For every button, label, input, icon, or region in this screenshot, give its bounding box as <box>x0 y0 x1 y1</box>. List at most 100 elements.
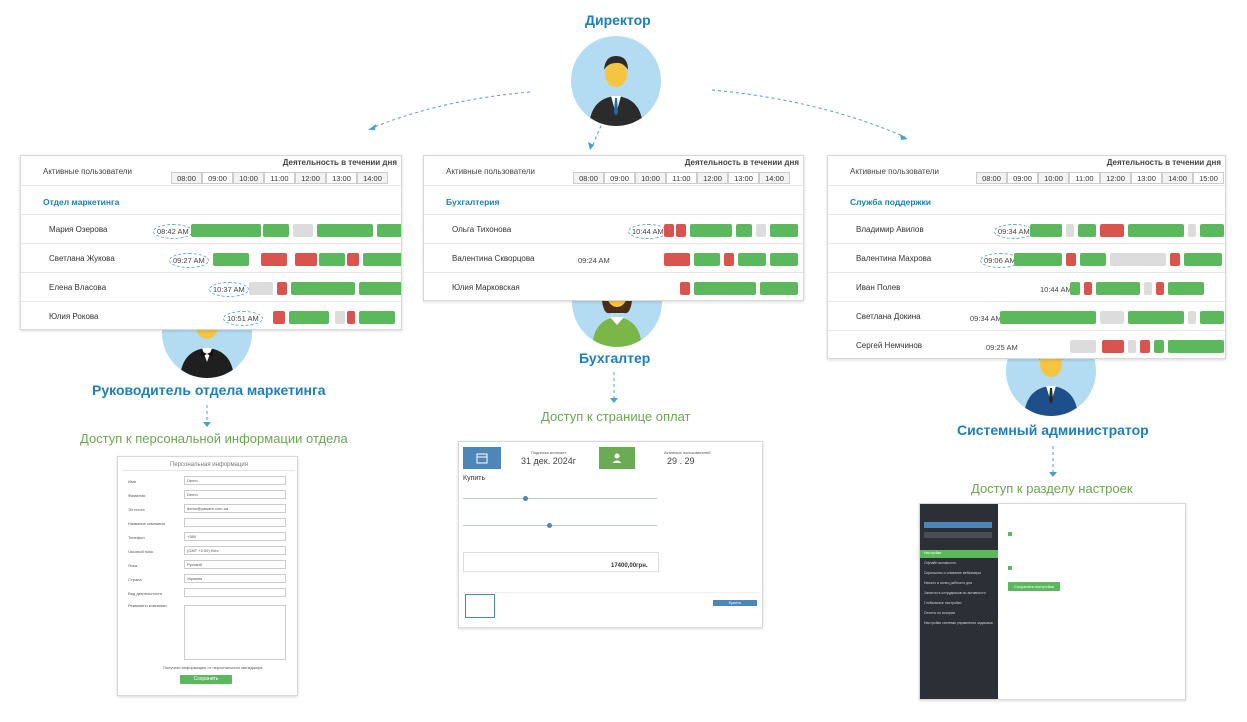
buy-heading: Купить <box>463 475 486 482</box>
start-time: 10:37 AM <box>209 282 249 297</box>
hour-cell: 08:00 <box>573 172 604 184</box>
department-name[interactable]: Бухгалтерия <box>446 197 500 207</box>
activity-bar <box>1070 282 1080 295</box>
settings-menu-item[interactable]: Скриншоты и сливание вебкамеры <box>924 571 982 575</box>
activity-bar <box>1156 282 1164 295</box>
user-row[interactable]: Иван Полев 10:44 AM <box>828 272 1225 301</box>
user-row[interactable]: Ольга Тихонова 10:44 AM <box>424 214 803 243</box>
user-row[interactable]: Юлия Рокова 10:51 AM <box>21 301 401 329</box>
activity-bar <box>335 311 345 324</box>
form-field-input[interactable]: demo@yaware.com.ua <box>184 504 286 513</box>
activity-bar <box>1084 282 1092 295</box>
user-row[interactable]: Светлана Докина 09:34 AM <box>828 301 1225 330</box>
form-field-label: Телефон <box>128 535 145 540</box>
activity-bar <box>1140 340 1150 353</box>
slider-track-2[interactable] <box>463 525 657 526</box>
settings-green-check-1[interactable] <box>1008 532 1012 536</box>
settings-menu-item[interactable]: Настройки системы управления задачами <box>924 621 993 625</box>
activity-bar <box>1078 224 1096 237</box>
activity-bar <box>724 253 734 266</box>
user-row[interactable]: Елена Власова 10:37 AM <box>21 272 401 301</box>
settings-menu-item[interactable]: Глобальные настройки <box>924 601 962 605</box>
slider-handle-1[interactable] <box>523 496 528 501</box>
slider-track-1[interactable] <box>463 498 657 499</box>
activity-bar <box>319 253 345 266</box>
form-field-input[interactable]: Украина <box>184 574 286 583</box>
payment-methods <box>463 592 759 622</box>
activity-bar <box>1188 224 1196 237</box>
user-name: Сергей Немчинов <box>856 341 923 350</box>
hour-cell: 13:00 <box>326 172 357 184</box>
settings-menu-item[interactable]: Занятость сотрудников по активности <box>924 591 986 595</box>
activity-bar <box>359 282 401 295</box>
user-row[interactable]: Сергей Немчинов 09:25 AM <box>828 330 1225 358</box>
activity-bar <box>1170 253 1180 266</box>
director-avatar <box>571 36 661 126</box>
settings-menu-item[interactable]: Офлайн активность <box>924 561 957 565</box>
form-field-input[interactable]: Demo <box>184 476 286 485</box>
user-row[interactable]: Владимир Авилов 09:34 AM <box>828 214 1225 243</box>
user-name: Валентина Махрова <box>856 254 932 263</box>
hour-cell: 12:00 <box>697 172 728 184</box>
settings-green-check-2[interactable] <box>1008 566 1012 570</box>
activity-bar <box>191 224 261 237</box>
hour-cell: 10:00 <box>635 172 666 184</box>
sidebar-button-2[interactable] <box>924 532 992 538</box>
form-field-input[interactable]: Demo <box>184 490 286 499</box>
form-field-input[interactable]: Русский <box>184 560 286 569</box>
activity-panel-support: Активные пользователи Деятельность в теч… <box>827 155 1226 359</box>
activity-bar <box>1168 282 1204 295</box>
sidebar-active-item[interactable] <box>920 550 998 558</box>
activity-bar <box>1100 311 1124 324</box>
settings-menu-item[interactable]: Начало и конец рабочего дня <box>924 581 972 585</box>
user-name: Юлия Марковская <box>452 283 520 292</box>
form-field-input[interactable] <box>184 518 286 527</box>
summary-table <box>463 552 659 572</box>
user-row[interactable]: Валентина Скворцова 09:24 AM <box>424 243 803 272</box>
user-row[interactable]: Светлана Жукова 09:27 AM <box>21 243 401 272</box>
hour-scale: 08:00 09:00 10:00 11:00 12:00 13:00 14:0… <box>976 172 1224 184</box>
activity-panel-accounting: Активные пользователи Деятельность в теч… <box>423 155 804 301</box>
user-row[interactable]: Юлия Марковская <box>424 272 803 300</box>
form-field-input[interactable] <box>184 588 286 597</box>
form-field-label: Вид деятельности <box>128 591 162 596</box>
user-row[interactable]: Валентина Махрова 09:06 AM <box>828 243 1225 272</box>
marketing-head-title: Руководитель отдела маркетинга <box>92 382 326 398</box>
activity-bar <box>1128 224 1184 237</box>
activity-bar <box>295 253 317 266</box>
expiry-date: 31 дек. 2024г <box>521 456 577 466</box>
users-count: 29 . 29 <box>667 456 695 466</box>
hour-cell: 14:00 <box>1162 172 1193 184</box>
notes-area[interactable] <box>184 605 286 660</box>
user-row[interactable]: Мария Озерова 08:42 AM <box>21 214 401 243</box>
settings-menu-item[interactable]: Настройки <box>924 551 942 555</box>
activity-bar <box>263 224 289 237</box>
expiry-label: Подписка истекает <box>531 450 567 455</box>
activity-bar <box>1184 253 1222 266</box>
activity-panel-marketing: Активные пользователи Деятельность в теч… <box>20 155 402 330</box>
settings-menu-item[interactable]: Отчеты по истории <box>924 611 955 615</box>
slider-handle-2[interactable] <box>547 523 552 528</box>
pay-button[interactable]: Купить <box>713 600 757 606</box>
activity-bar <box>1070 340 1096 353</box>
calendar-icon <box>476 453 488 464</box>
activity-bar <box>1128 340 1136 353</box>
payment-method-privat[interactable] <box>465 594 495 618</box>
department-name[interactable]: Служба поддержки <box>850 197 931 207</box>
hour-cell: 09:00 <box>1007 172 1038 184</box>
settings-save-button[interactable]: Сохранить настройки <box>1008 582 1060 591</box>
panel-header: Активные пользователи Деятельность в теч… <box>424 156 803 186</box>
activity-label: Деятельность в течении дня <box>684 158 799 167</box>
hour-cell: 14:00 <box>759 172 790 184</box>
save-button[interactable]: Сохранить <box>180 675 232 684</box>
activity-bar <box>273 311 285 324</box>
panel-header: Активные пользователи Деятельность в теч… <box>21 156 401 186</box>
form-field-input[interactable]: (GMT +2:00) Kiev <box>184 546 286 555</box>
activity-bar <box>738 253 766 266</box>
department-name[interactable]: Отдел маркетинга <box>43 197 120 207</box>
manager-checkbox-label[interactable]: Получать информацию от персонального мен… <box>163 665 263 670</box>
form-field-input[interactable]: +380 <box>184 532 286 541</box>
sidebar-button-1[interactable] <box>924 522 992 528</box>
form-field-label: Часовой пояс <box>128 549 154 554</box>
user-name: Валентина Скворцова <box>452 254 535 263</box>
